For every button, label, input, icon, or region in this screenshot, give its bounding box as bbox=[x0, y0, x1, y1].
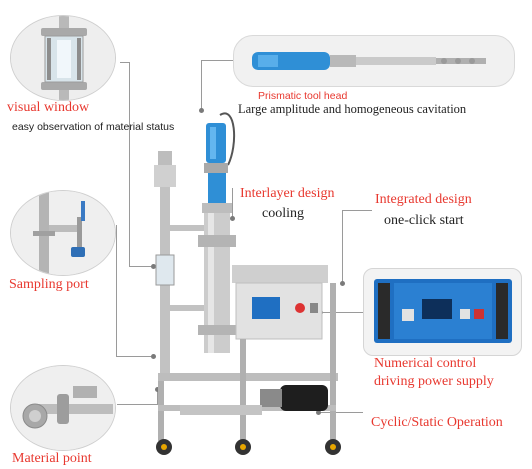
visual-window-desc: easy observation of material status bbox=[12, 121, 175, 133]
integrated-desc: one-click start bbox=[384, 213, 464, 228]
cyclic-title: Cyclic/Static Operation bbox=[371, 415, 503, 430]
ultrasonic-machine bbox=[154, 112, 341, 455]
visual-window-title: visual window bbox=[7, 100, 90, 115]
prismatic-desc: Large amplitude and homogeneous cavitati… bbox=[238, 102, 467, 116]
sampling-port-title: Sampling port bbox=[9, 277, 89, 292]
visual-window-photo bbox=[10, 15, 116, 101]
material-point-photo bbox=[10, 365, 116, 451]
numerical-line1: Numerical control bbox=[374, 356, 477, 371]
integrated-title: Integrated design bbox=[375, 192, 472, 207]
prismatic-title: Prismatic tool head bbox=[258, 90, 348, 102]
prismatic-tool-head-photo bbox=[233, 35, 515, 87]
material-point-title: Material point bbox=[12, 451, 92, 466]
interlayer-desc: cooling bbox=[262, 206, 304, 221]
sampling-port-photo bbox=[10, 190, 116, 276]
interlayer-title: Interlayer design bbox=[240, 186, 335, 201]
power-supply-photo bbox=[363, 268, 522, 356]
numerical-line2: driving power supply bbox=[374, 374, 494, 389]
